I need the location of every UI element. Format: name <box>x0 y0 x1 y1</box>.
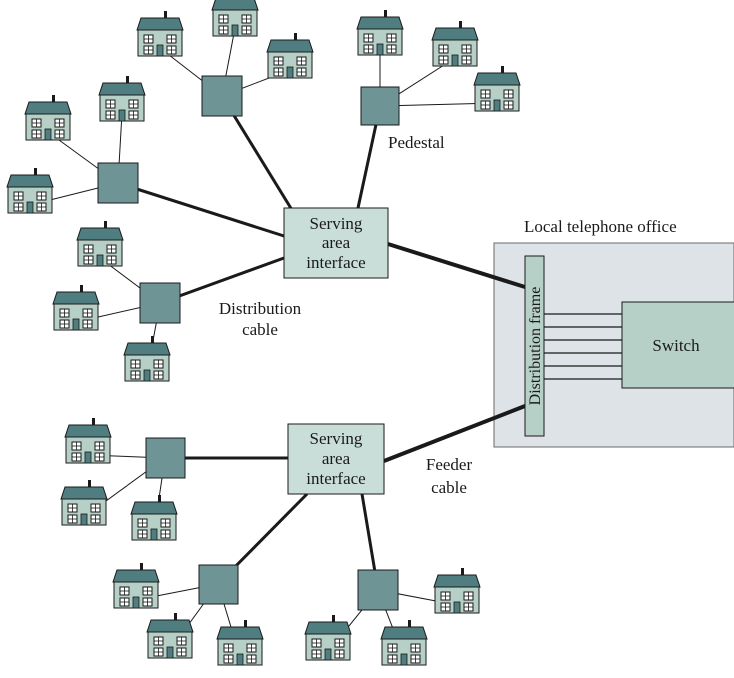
house-icon <box>304 614 352 661</box>
house-icon <box>136 10 184 57</box>
house-icon <box>52 284 100 331</box>
sai-top-line1: Serving <box>310 214 363 233</box>
sai-bottom-line2: area <box>322 449 351 468</box>
switch-label: Switch <box>652 336 700 355</box>
pedestal-box <box>360 86 400 126</box>
office-title: Local telephone office <box>524 217 677 236</box>
house-icon <box>380 619 428 666</box>
distribution-cable-label-2: cable <box>242 320 278 339</box>
serving-area-interface-top <box>283 207 389 279</box>
switch-box <box>621 301 734 389</box>
distribution-frame <box>524 255 545 437</box>
pedestal-box <box>198 564 239 605</box>
pedestal-box <box>97 162 139 204</box>
house-icon <box>266 32 314 79</box>
house-icon <box>60 479 108 526</box>
feeder-cable-top <box>387 242 526 289</box>
feeder-cable-label-2: cable <box>431 478 467 497</box>
house-icon <box>6 167 54 214</box>
house-icon <box>76 220 124 267</box>
house-icon <box>473 65 521 112</box>
house-icon <box>130 494 178 541</box>
pedestals <box>97 75 400 611</box>
house-icon <box>433 567 481 614</box>
pedestal-box <box>139 282 181 324</box>
house-icon <box>216 619 264 666</box>
house-icon <box>112 562 160 609</box>
pedestal-box <box>201 75 243 117</box>
house-icon <box>64 417 112 464</box>
feeder-cable-label-1: Feeder <box>426 455 473 474</box>
serving-area-interface-bottom <box>287 423 385 495</box>
distribution-frame-label: Distribution frame <box>527 287 544 406</box>
distribution-cable-label-1: Distribution <box>219 299 302 318</box>
sai-top-line3: interface <box>306 253 365 272</box>
pedestal-label: Pedestal <box>388 133 445 152</box>
sai-bottom-line3: interface <box>306 469 365 488</box>
feeder-cable-bottom <box>383 404 526 463</box>
house-icon <box>146 612 194 659</box>
house-icon <box>24 94 72 141</box>
pedestal-box <box>145 437 186 479</box>
sai-bottom-line1: Serving <box>310 429 363 448</box>
sai-top-line2: area <box>322 233 351 252</box>
frame-switch-links <box>544 313 622 380</box>
house-icon <box>431 20 479 67</box>
drop-wires <box>29 27 498 658</box>
house-icon <box>123 335 171 382</box>
pedestal-box <box>357 569 399 611</box>
house-icon <box>356 9 404 56</box>
house-icon <box>98 75 146 122</box>
house-icon <box>211 0 259 37</box>
